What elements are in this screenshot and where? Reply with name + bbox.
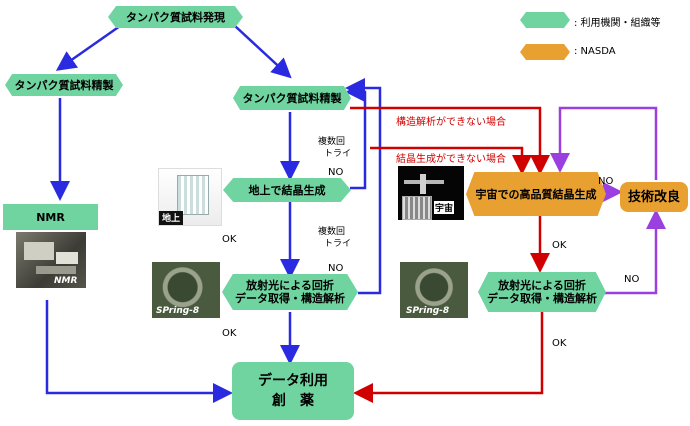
arrow-red-structure-fail (350, 106, 550, 175)
label-no3: NO (598, 176, 614, 187)
node-prep-left: タンパク質試料精製 (5, 74, 123, 96)
node-xray2: 放射光による回折 データ取得・構造解析 (478, 272, 606, 312)
node-nmr: NMR (3, 204, 98, 230)
photo-spring8-1: SPring-8 (152, 262, 220, 318)
label-red-structure: 構造解析ができない場合 (396, 117, 506, 128)
legend-green-label: : 利用機関・組織等 (574, 18, 661, 29)
legend-green-swatch (520, 12, 570, 28)
node-tech-improve: 技術改良 (620, 182, 688, 212)
label-retry2-l2: トライ (324, 239, 352, 249)
photo-space-caption: 宇宙 (434, 201, 455, 214)
photo-nmr-caption: NMR (54, 276, 78, 286)
photo-space-station: 宇宙 (398, 166, 464, 220)
arrow-tech-to-space (550, 106, 658, 180)
arrow-discovery-to-prep-center (234, 25, 292, 79)
legend-orange-label: : NASDA (574, 46, 616, 57)
node-space-crystal: 宇宙での高品質結晶生成 (466, 172, 606, 216)
label-no4: NO (624, 274, 640, 285)
label-no2: NO (328, 263, 344, 274)
label-ok4: OK (552, 338, 567, 349)
legend-orange-swatch (520, 44, 570, 60)
label-no1: NO (328, 167, 344, 178)
data-use-line2: 創 薬 (272, 393, 314, 409)
label-retry1-l2: トライ (324, 149, 352, 159)
photo-ground-crystal: 地上 (158, 168, 222, 226)
arrow-xray2-to-data (353, 312, 544, 403)
node-prep-center: タンパク質試料精製 (233, 86, 351, 110)
node-protein-discovery: タンパク質試料発現 (108, 6, 243, 28)
xray2-line2: データ取得・構造解析 (487, 292, 597, 305)
photo-nmr-building: NMR (16, 232, 86, 288)
arrow-discovery-to-prep-left (55, 24, 121, 71)
label-retry1-l1: 複数回 (318, 137, 346, 147)
arrow-red-crystal-fail (370, 146, 532, 175)
photo-spring8-1-caption: SPring-8 (156, 306, 200, 316)
arrow-nmr-to-data (45, 300, 233, 403)
xray-line1: 放射光による回折 (246, 279, 334, 292)
label-ok2: OK (222, 328, 237, 339)
xray-line2: データ取得・構造解析 (235, 292, 345, 305)
photo-ground-caption: 地上 (162, 214, 181, 224)
label-ok1: OK (222, 234, 237, 245)
label-retry2-l1: 複数回 (318, 227, 346, 237)
label-red-crystal: 結晶生成ができない場合 (396, 154, 506, 165)
photo-spring8-2-caption: SPring-8 (406, 306, 450, 316)
data-use-line1: データ利用 (258, 373, 328, 389)
arrow-xray-retry (345, 78, 382, 295)
node-ground-crystal: 地上で結晶生成 (223, 178, 351, 202)
label-ok3: OK (552, 240, 567, 251)
arrow-xray2-to-tech (604, 209, 666, 295)
xray2-line1: 放射光による回折 (498, 279, 586, 292)
node-data-use: データ利用 創 薬 (232, 362, 354, 420)
photo-spring8-2: SPring-8 (400, 262, 468, 318)
arrow-ground-retry (345, 82, 367, 190)
node-xray: 放射光による回折 データ取得・構造解析 (222, 274, 358, 310)
